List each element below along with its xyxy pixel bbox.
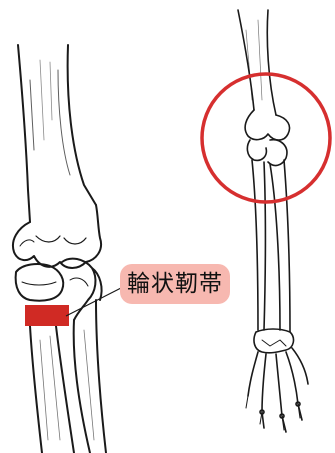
- elbow-highlight-circle: [202, 74, 330, 202]
- humerus-shaft: [18, 45, 96, 222]
- annular-ligament-label: 輪状靭帯: [120, 264, 230, 304]
- wrist-carpals: [254, 329, 293, 353]
- annular-ligament-band: [25, 305, 69, 326]
- forearm-ulna: [270, 160, 290, 332]
- radius-shaft: [30, 326, 74, 453]
- elbow-joint: [245, 110, 289, 140]
- humerus-condyles: [13, 205, 101, 268]
- elbow-closeup: [13, 45, 106, 453]
- forearm-radius: [252, 160, 266, 330]
- ulna-shaft: [74, 300, 106, 453]
- hand-bones: [248, 348, 308, 432]
- humerus: [238, 10, 276, 115]
